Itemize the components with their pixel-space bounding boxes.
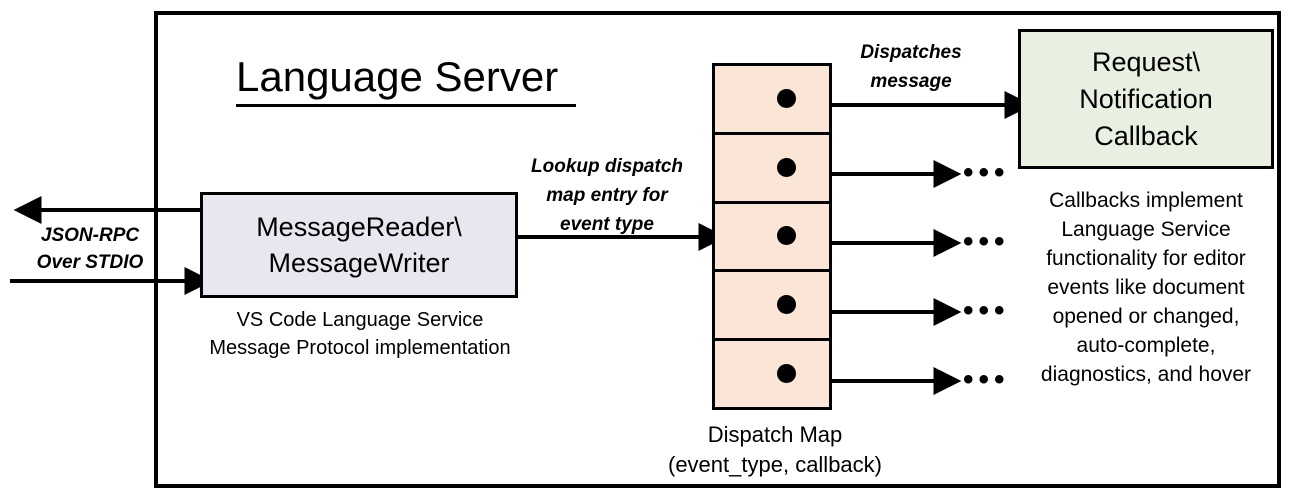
- table-row[interactable]: [715, 341, 829, 407]
- message-reader-writer-label: MessageReader\ MessageWriter: [256, 212, 462, 278]
- filled-dot-icon: [777, 157, 796, 177]
- table-row[interactable]: [715, 204, 829, 273]
- filled-dot-icon: [777, 88, 796, 108]
- dispatches-message-label: Dispatches message: [860, 42, 962, 92]
- request-notification-callback-label: Request\ Notification Callback: [1079, 46, 1213, 151]
- table-row[interactable]: [715, 66, 829, 135]
- ellipsis-row-2: •••: [963, 156, 1010, 189]
- dispatch-map-table[interactable]: [712, 63, 832, 410]
- table-row[interactable]: [715, 272, 829, 342]
- language-server-frame: [154, 11, 1281, 488]
- callback-caption: Callbacks implement Language Service fun…: [1040, 189, 1252, 386]
- filled-dot-icon: [777, 226, 796, 246]
- page-title: Language Server: [236, 52, 576, 107]
- message-reader-writer-caption: VS Code Language Service Message Protoco…: [209, 309, 511, 359]
- ellipsis-row-3: •••: [963, 225, 1010, 258]
- dispatch-map-caption: Dispatch Map (event_type, callback): [668, 422, 882, 477]
- lookup-dispatch-label: Lookup dispatch map entry for event type: [531, 156, 683, 235]
- table-row[interactable]: [715, 135, 829, 204]
- jsonrpc-transport-label: JSON-RPC Over STDIO: [36, 225, 144, 273]
- ellipsis-row-4: •••: [963, 294, 1010, 327]
- ellipsis-row-5: •••: [963, 363, 1010, 396]
- request-notification-callback-box[interactable]: Request\ Notification Callback: [1018, 29, 1274, 169]
- filled-dot-icon: [777, 295, 796, 315]
- message-reader-writer-box[interactable]: MessageReader\ MessageWriter: [200, 192, 518, 298]
- filled-dot-icon: [777, 364, 796, 384]
